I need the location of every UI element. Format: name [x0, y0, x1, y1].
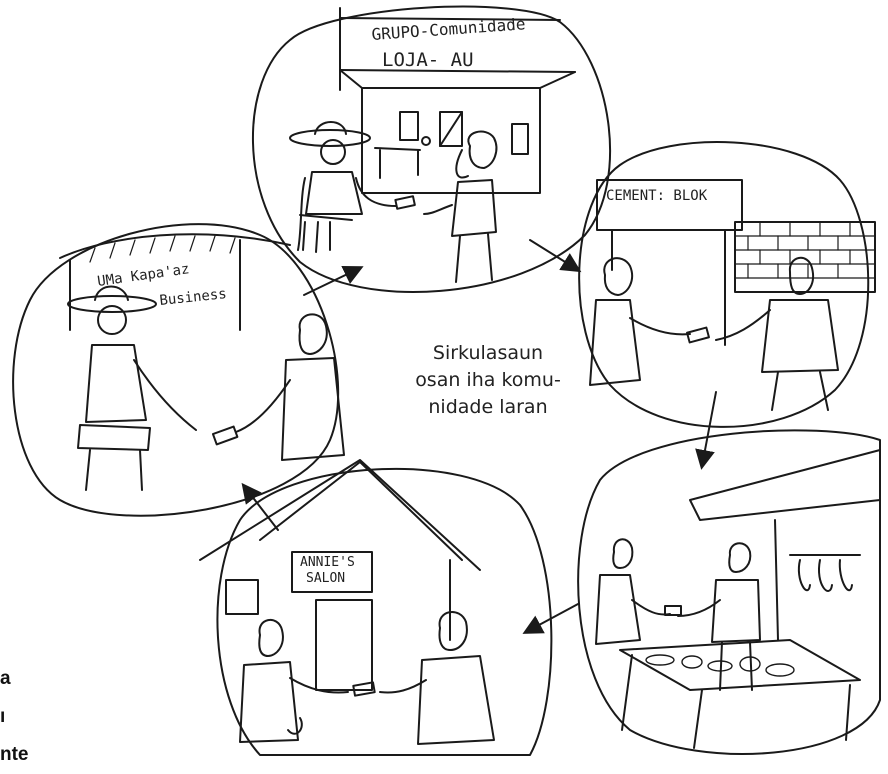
cropped-side-text: a ı nte: [0, 660, 60, 774]
side-text-line-3: nte: [0, 744, 29, 765]
circulation-caption: Sirkulasaun osan iha komu- nidade laran: [404, 340, 572, 421]
arrow-left-to-top: [303, 265, 364, 296]
arrow-right-to-bottom-right: [695, 391, 717, 470]
salon-sign-line2: SALON: [306, 571, 345, 586]
arrow-bottom-right-to-bottom: [522, 603, 579, 634]
scene-carpentry-business: [12, 223, 345, 517]
side-text-line-1: a: [0, 668, 11, 689]
scene-market-stall: [577, 429, 881, 755]
arrow-bottom-to-left: [241, 482, 279, 531]
caption-line-1: Sirkulasaun: [432, 342, 544, 364]
scene-annies-salon: [199, 459, 553, 756]
scene-cement-blocks: [578, 141, 876, 428]
cement-block-sign: CEMENT: BLOK: [606, 188, 708, 204]
salon-sign-line1: ANNIE'S: [300, 555, 355, 570]
arrow-top-to-right: [529, 239, 582, 273]
caption-line-2: osan iha komu-: [415, 369, 561, 391]
carpentry-sign-line2: Business: [159, 286, 228, 309]
scene-community-shop: [251, 5, 612, 294]
caption-line-3: nidade laran: [428, 396, 548, 418]
side-text-line-2: ı: [0, 706, 6, 727]
store-sign-name: LOJA- AU: [382, 49, 474, 71]
circulation-arrows: [241, 239, 717, 634]
carpentry-sign-line1: UMa Kapa'az: [96, 261, 190, 290]
